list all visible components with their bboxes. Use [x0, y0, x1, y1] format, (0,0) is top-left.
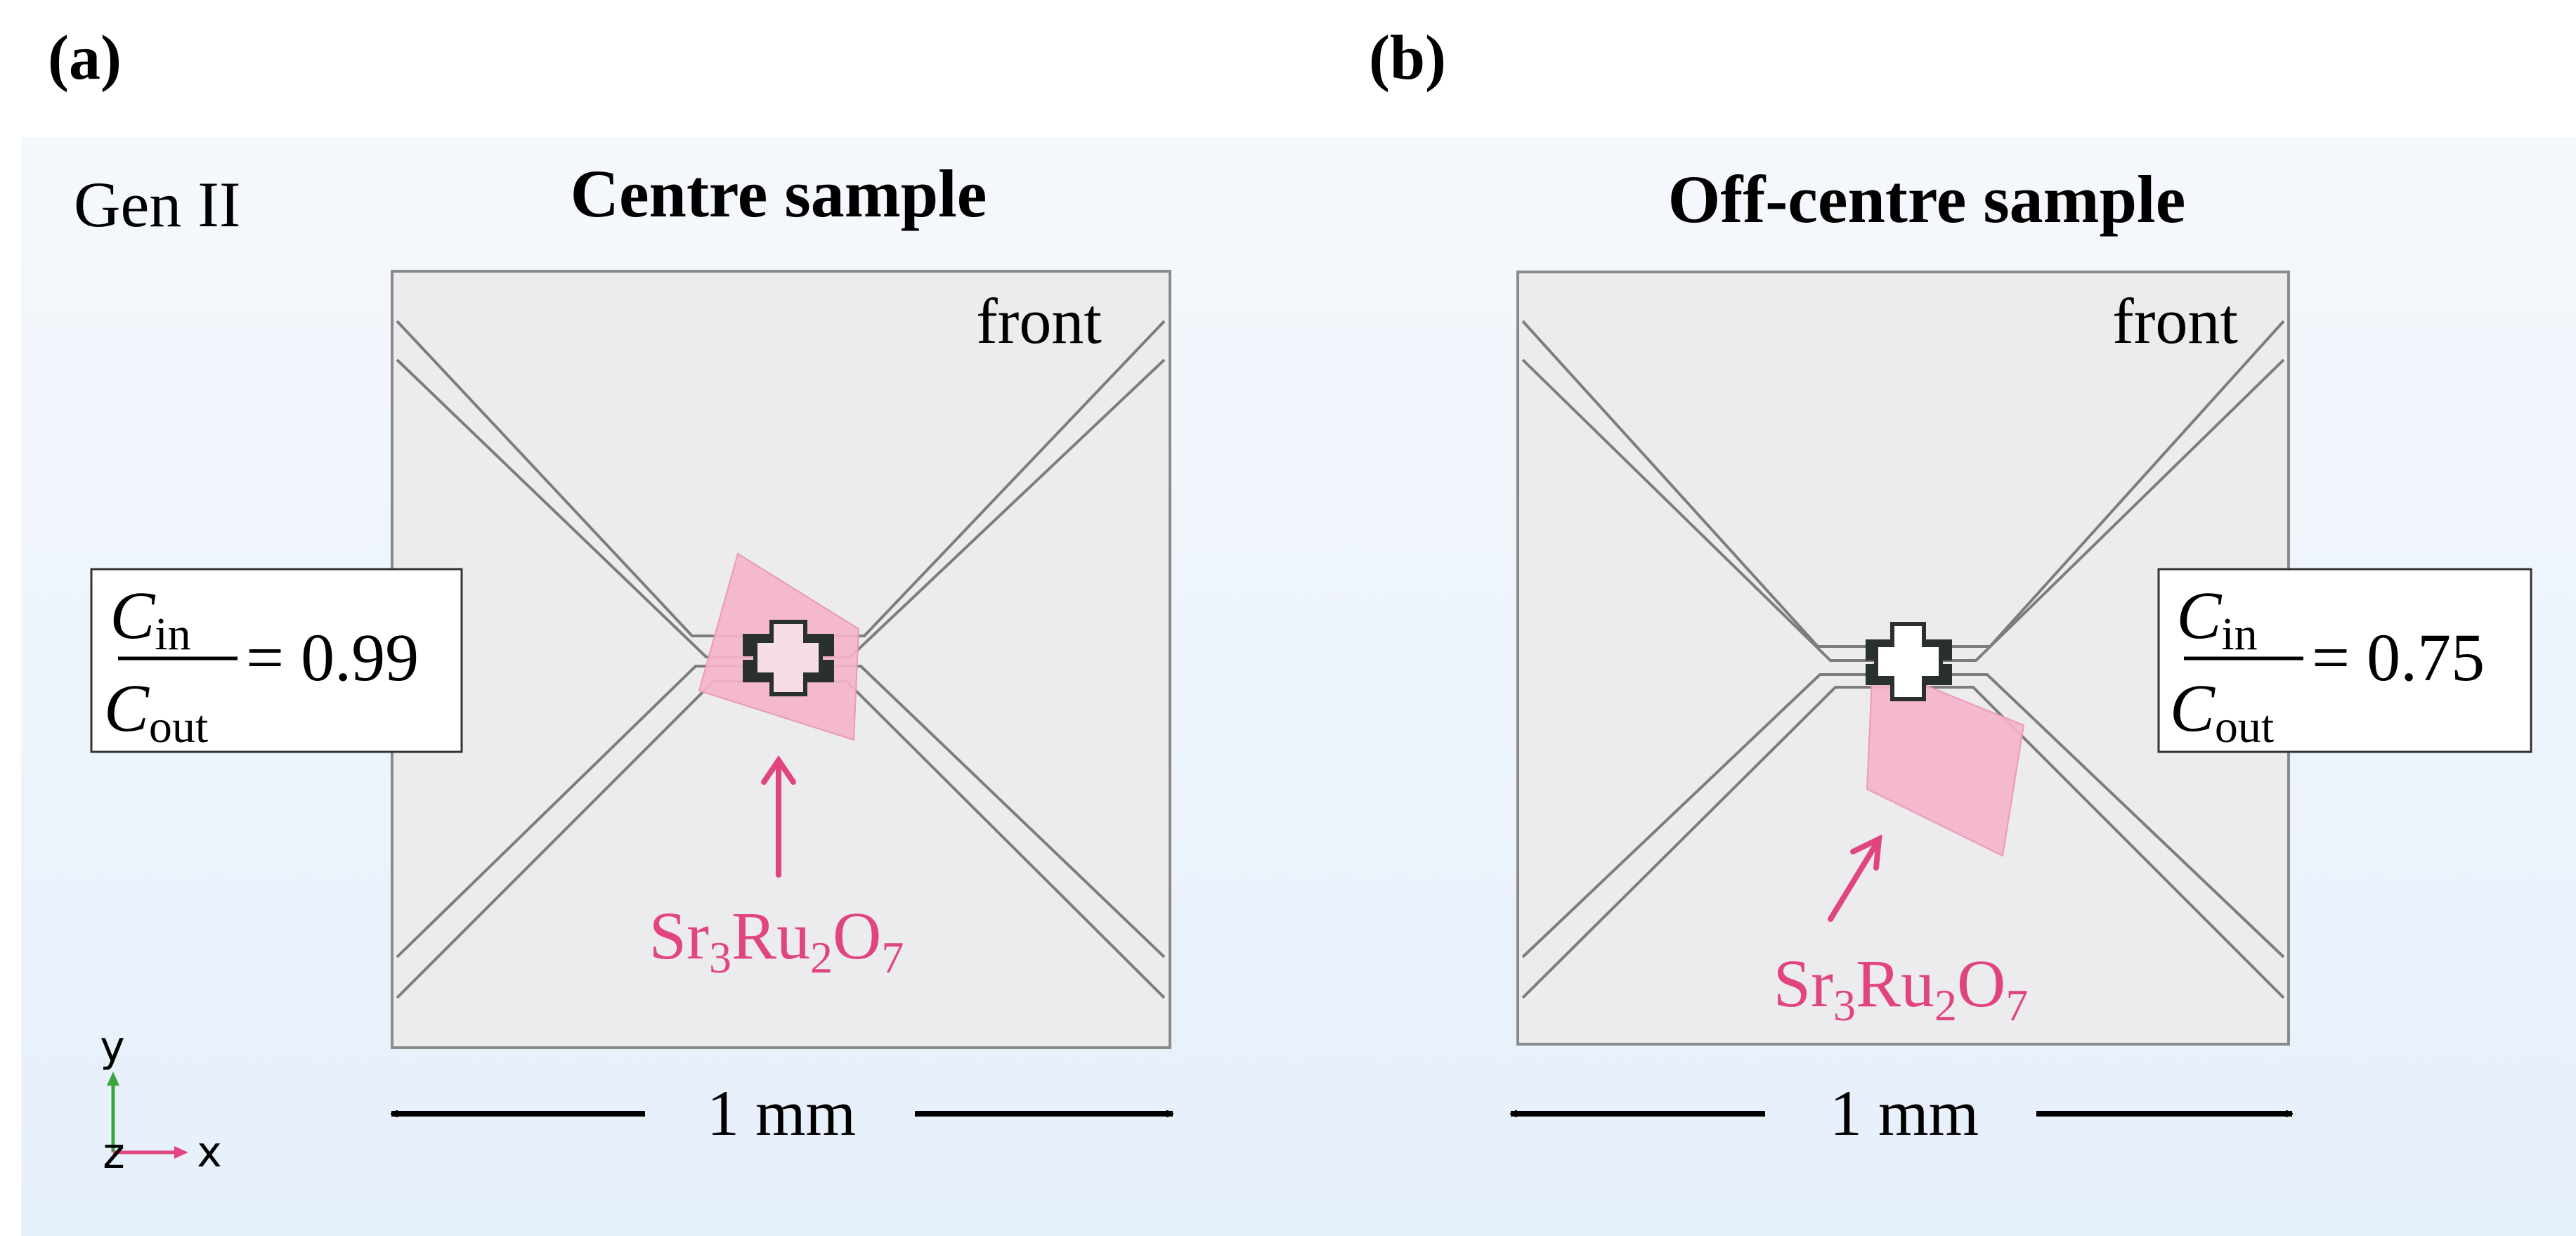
sample-b — [1866, 663, 2025, 857]
sample-cross-b — [1866, 622, 1952, 701]
svg-text:Cin: Cin — [2176, 578, 2257, 660]
panel-b: Off-centre sample front Sr3Ru2O7 Cin Cou — [1511, 162, 2532, 1149]
x-axis-label: x — [197, 1128, 222, 1177]
capacitance-ratio-b: Cin Cout = 0.75 — [2157, 568, 2532, 753]
svg-text:= 0.75: = 0.75 — [2312, 620, 2485, 695]
membrane-square-a — [391, 270, 1171, 1049]
sample-pointer-b — [1828, 834, 1882, 922]
z-axis-label: z — [103, 1129, 125, 1178]
material-label-a: Sr3Ru2O7 — [649, 898, 904, 982]
svg-text:= 0.99: = 0.99 — [246, 620, 419, 695]
panel-a-label: (a) — [48, 23, 122, 93]
svg-text:Cin: Cin — [110, 578, 190, 660]
sample-pointer-a — [761, 755, 796, 878]
face-label-a: front — [976, 285, 1102, 357]
svg-text:Cout: Cout — [2170, 670, 2274, 753]
scale-label-b: 1 mm — [1830, 1077, 1979, 1149]
panel-a-title: Centre sample — [571, 156, 987, 231]
material-label-b: Sr3Ru2O7 — [1774, 946, 2029, 1030]
panel-b-label: (b) — [1369, 23, 1446, 93]
y-axis-label: y — [100, 1022, 125, 1072]
capacitance-ratio-a: Cin Cout = 0.99 — [90, 568, 463, 753]
sample-cross-a — [743, 620, 834, 696]
panel-a: Gen II Centre sample front Sr3Ru2O7 — [74, 156, 1173, 1149]
face-label-b: front — [2112, 285, 2238, 357]
svg-text:Cout: Cout — [104, 670, 208, 753]
scale-label-a: 1 mm — [707, 1077, 856, 1149]
axis-triad: y z x — [100, 1022, 222, 1178]
generation-label: Gen II — [74, 169, 241, 240]
panel-b-title: Off-centre sample — [1668, 162, 2186, 237]
